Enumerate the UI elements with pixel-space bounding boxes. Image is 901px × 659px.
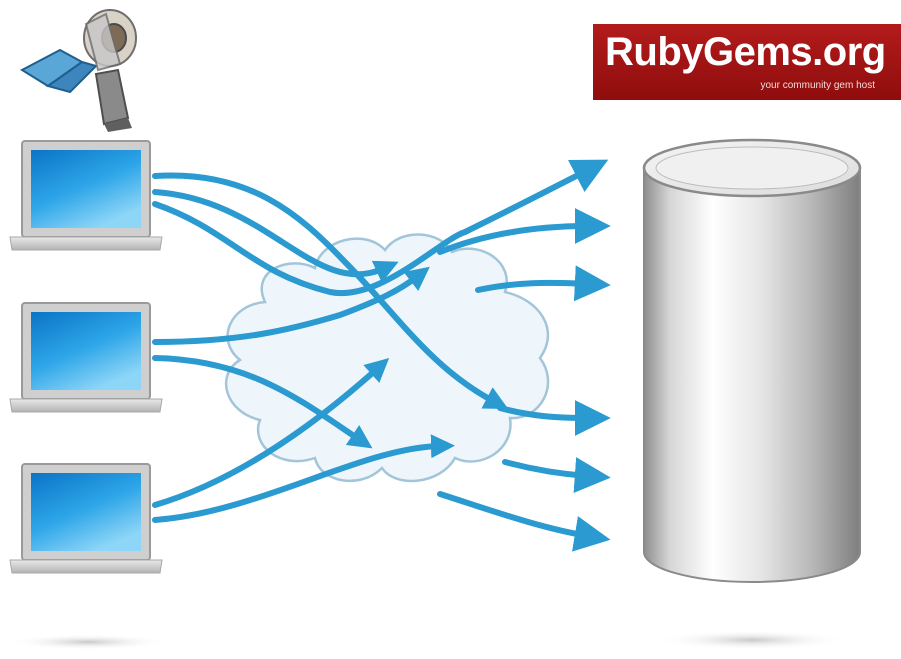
flow-arrow (497, 399, 611, 436)
laptop-icon (9, 302, 163, 413)
flow-arrow (152, 355, 373, 449)
flow-arrow (152, 159, 609, 297)
database-shadow (657, 630, 847, 650)
cloud-icon (224, 233, 550, 483)
logo-tagline: your community gem host (760, 80, 876, 91)
laptop-2 (9, 302, 163, 413)
laptop-shadow (8, 634, 168, 650)
database-cylinder-icon (642, 138, 862, 583)
upload-arrows (152, 159, 611, 552)
flow-arrow (152, 172, 509, 409)
flow-arrow (437, 491, 611, 552)
laptop-icon (9, 463, 163, 574)
flow-arrow (152, 266, 430, 345)
laptop-3 (9, 463, 163, 574)
flow-arrow (502, 457, 611, 494)
laptop-1 (9, 140, 163, 251)
flow-arrow (152, 434, 455, 523)
rubygems-logo: RubyGems.org your community gem host (593, 24, 901, 100)
flow-arrow (475, 265, 611, 302)
flow-arrow (152, 357, 390, 508)
flow-arrow (152, 189, 399, 283)
tape-dispenser-icon (19, 9, 137, 132)
laptop-icon (9, 140, 163, 251)
flow-arrow (437, 208, 611, 255)
logo-title: RubyGems.org (605, 30, 886, 74)
